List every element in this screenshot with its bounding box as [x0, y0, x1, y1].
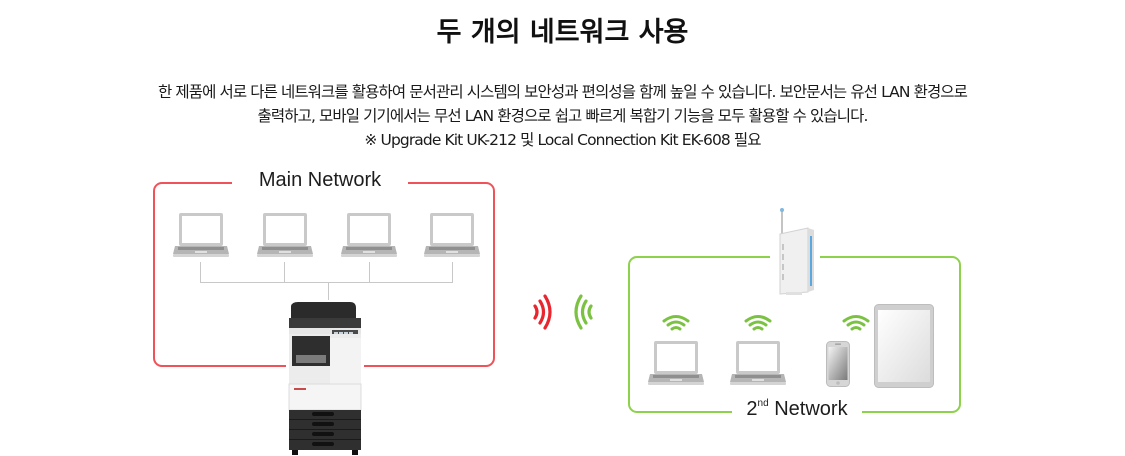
wifi-icon	[744, 315, 772, 331]
description-line: 출력하고, 모바일 기기에서는 무선 LAN 환경으로 쉽고 빠르게 복합기 기…	[257, 107, 869, 125]
wire-bus	[200, 282, 453, 283]
second-network-label-number: 2	[746, 398, 758, 420]
wifi-icon	[842, 315, 870, 331]
second-network-label-text: Network	[774, 398, 848, 420]
wire-drop	[284, 262, 285, 282]
wireless-router-icon	[770, 204, 820, 298]
wifi-icon	[662, 315, 690, 331]
second-network-label-suffix: nd	[757, 398, 769, 409]
laptop-icon	[173, 213, 229, 257]
description-line: 한 제품에 서로 다른 네트워크를 활용하여 문서관리 시스템의 보안성과 편의…	[157, 83, 968, 101]
wire-drop	[452, 262, 453, 282]
second-network-label: 2nd Network	[732, 398, 862, 421]
description-note: ※ Upgrade Kit UK-212 및 Local Connection …	[364, 131, 761, 149]
wire-drop	[369, 262, 370, 282]
laptop-icon	[341, 213, 397, 257]
wire-trunk	[328, 282, 329, 300]
smartphone-icon	[826, 341, 850, 387]
laptop-icon	[730, 341, 786, 385]
laptop-icon	[648, 341, 704, 385]
description: 한 제품에 서로 다른 네트워크를 활용하여 문서관리 시스템의 보안성과 편의…	[0, 80, 1125, 152]
page-title: 두 개의 네트워크 사용	[436, 17, 689, 48]
tablet-icon	[874, 304, 934, 388]
laptop-icon	[424, 213, 480, 257]
main-network-label: Main Network	[232, 169, 408, 192]
multifunction-printer-icon	[286, 300, 364, 456]
laptop-icon	[257, 213, 313, 257]
wire-drop	[200, 262, 201, 282]
incoming-signal-icon	[574, 294, 593, 330]
outgoing-signal-icon	[533, 294, 552, 330]
